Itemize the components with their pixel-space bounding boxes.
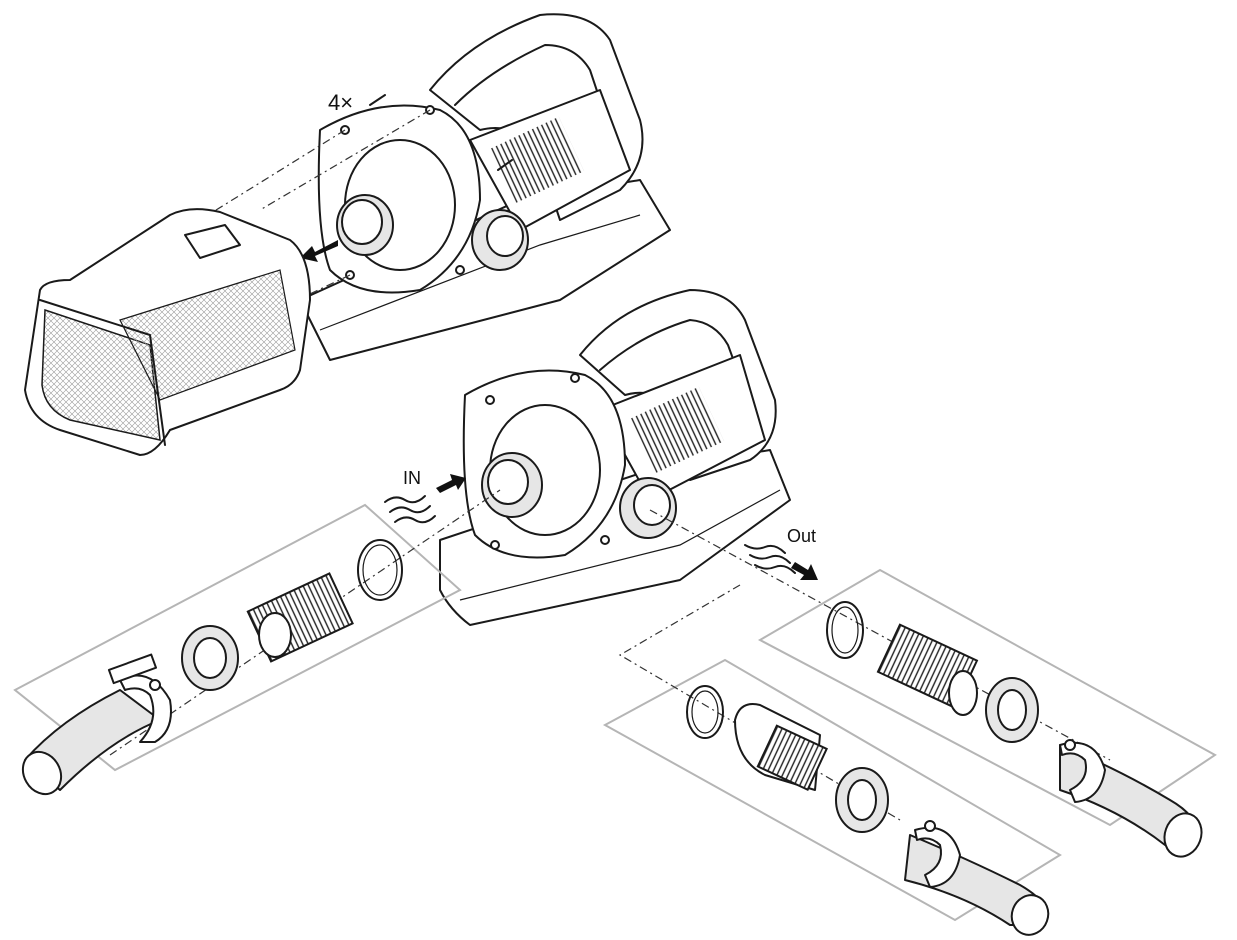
flow-arrow-icon bbox=[791, 562, 818, 580]
bottom-pump-base bbox=[439, 449, 791, 626]
outlet-fitting-set-b bbox=[602, 584, 1062, 936]
screw-count-label: 4× bbox=[328, 90, 353, 115]
bottom-pump bbox=[439, 289, 791, 626]
inlet-label: IN bbox=[403, 468, 421, 488]
outlet-tray-b bbox=[602, 658, 1062, 922]
outlet-fitting-set-a bbox=[649, 509, 1217, 858]
outlet-tray-a bbox=[757, 568, 1217, 827]
wave-icon bbox=[744, 544, 796, 574]
wave-icon bbox=[384, 495, 436, 524]
inlet-indicator: IN bbox=[384, 468, 466, 524]
filter-mesh-front bbox=[41, 308, 161, 441]
flow-arrow-icon bbox=[300, 240, 338, 262]
outlet-hose-clamp-b bbox=[914, 826, 961, 888]
filter-mesh-side bbox=[119, 269, 296, 401]
top-pump: 4× bbox=[169, 13, 671, 361]
inlet-o-ring bbox=[357, 539, 403, 601]
outlet-label: Out bbox=[787, 526, 816, 546]
filter-latch bbox=[184, 224, 241, 259]
outlet-o-ring-a bbox=[826, 601, 864, 659]
filter-basket bbox=[24, 208, 311, 456]
outlet-hose-clamp-a bbox=[1059, 741, 1106, 803]
inlet-fitting-set bbox=[13, 489, 501, 796]
screw-icon bbox=[340, 94, 513, 280]
outlet-indicator: Out bbox=[744, 526, 818, 580]
flow-arrow-icon bbox=[436, 474, 466, 493]
top-pump-fins bbox=[490, 116, 585, 203]
bottom-pump-fins bbox=[630, 386, 725, 473]
outlet-o-ring-b bbox=[686, 685, 724, 739]
